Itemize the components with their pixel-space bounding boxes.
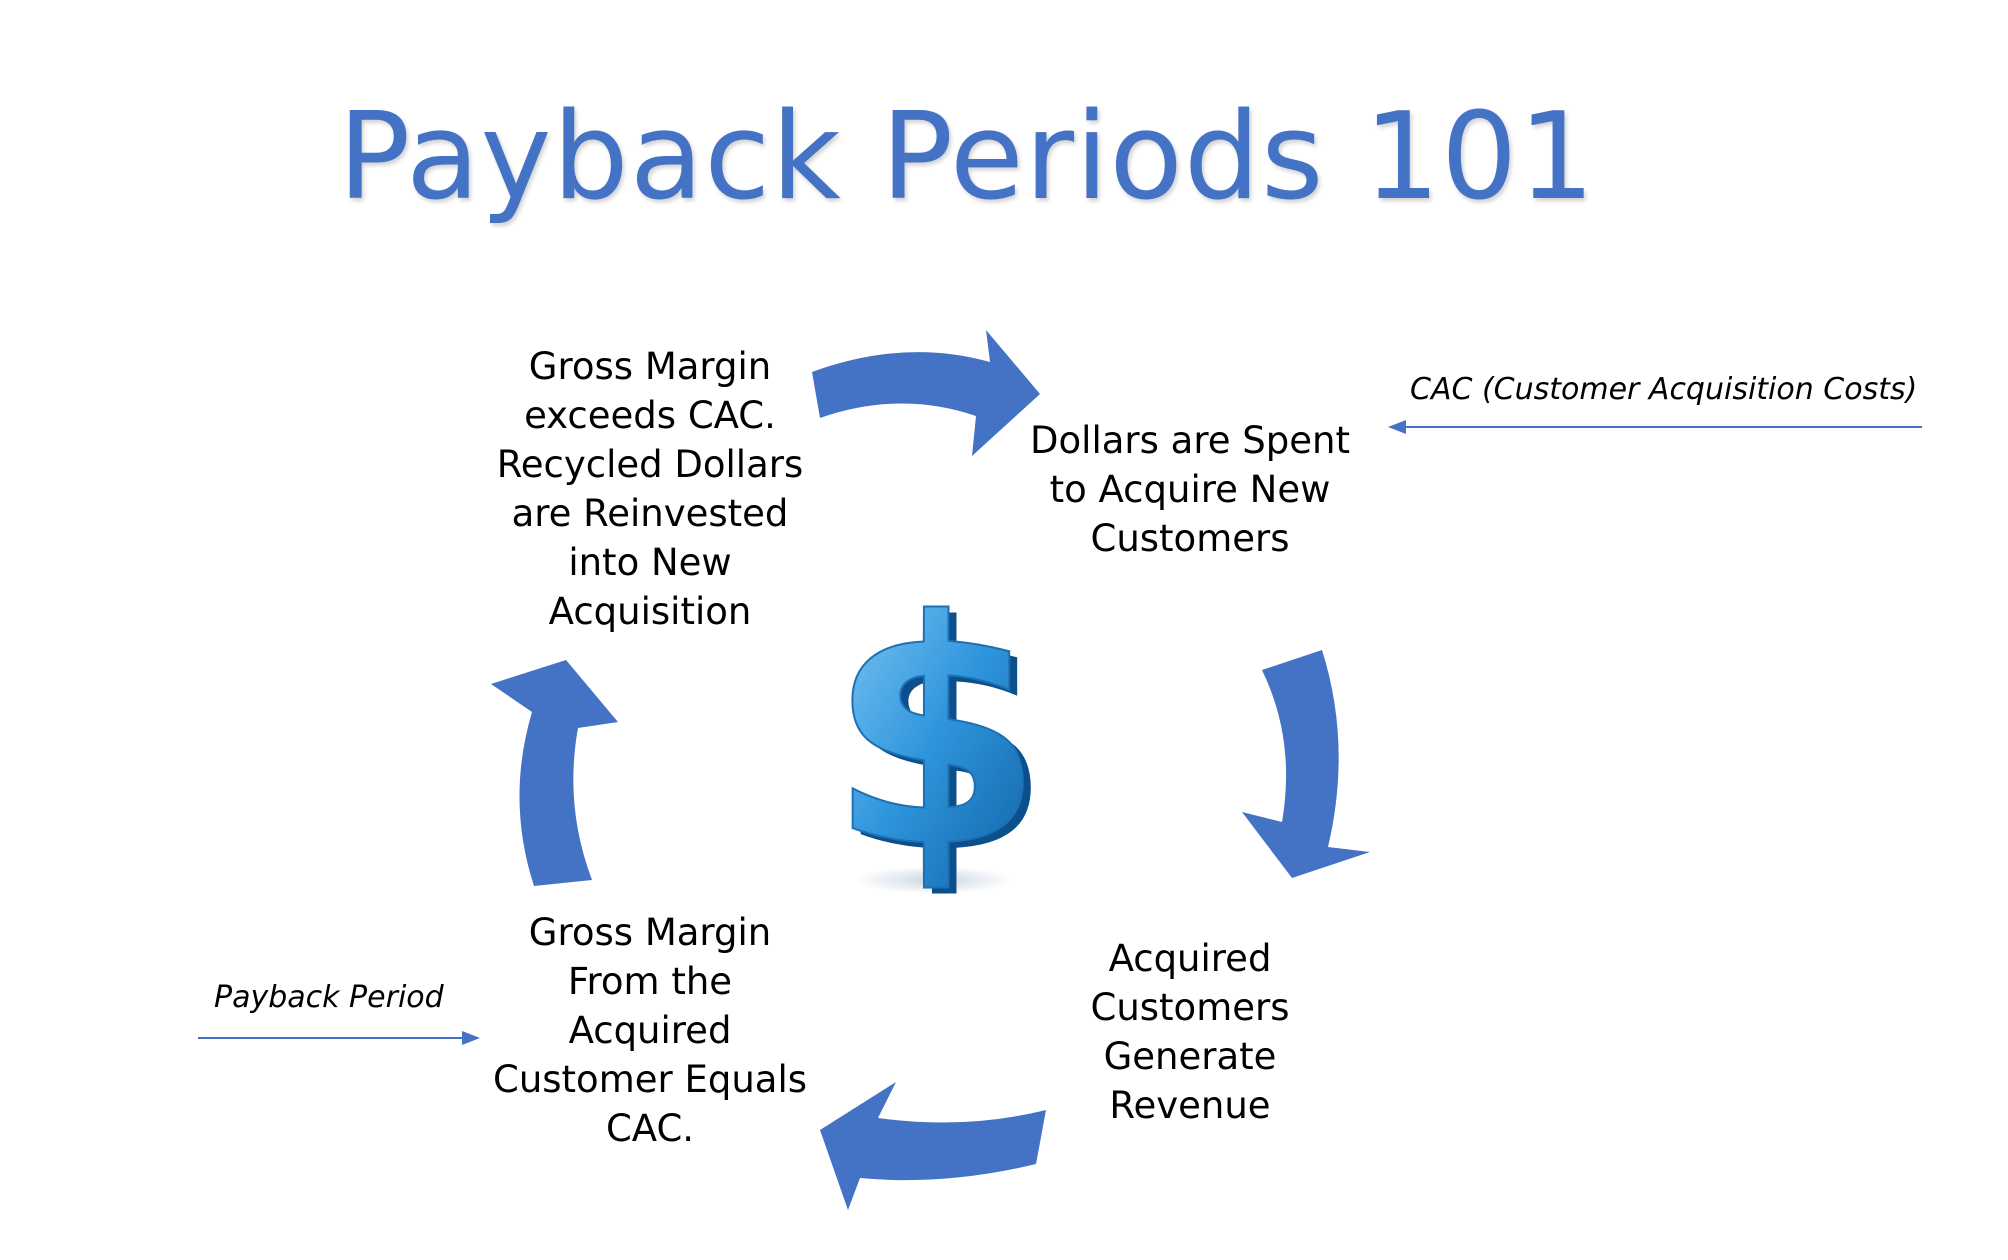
cac-arrow-head [1388, 420, 1406, 434]
arrow-to-margin [820, 1082, 1046, 1210]
payback-arrow-head [462, 1031, 480, 1045]
page-title: Payback Periods 101 [338, 88, 1596, 227]
node-payback: Gross Margin From the Acquired Customer … [492, 911, 808, 1150]
cac-annotation: CAC (Customer Acquisition Costs) [1410, 372, 1918, 407]
node-reinvest: Gross Margin exceeds CAC. Recycled Dolla… [496, 345, 804, 633]
payback-annotation: Payback Period [214, 980, 444, 1015]
node-spend: Dollars are Spent to Acquire New Custome… [1030, 419, 1350, 560]
arrow-to-reinvest [491, 660, 618, 886]
node-revenue: Acquired Customers Generate Revenue [1090, 937, 1290, 1127]
arrow-to-spend [812, 330, 1040, 456]
svg-text:$: $ [828, 555, 1044, 916]
svg-text:$: $ [836, 561, 1052, 922]
arrow-to-revenue [1242, 650, 1370, 878]
